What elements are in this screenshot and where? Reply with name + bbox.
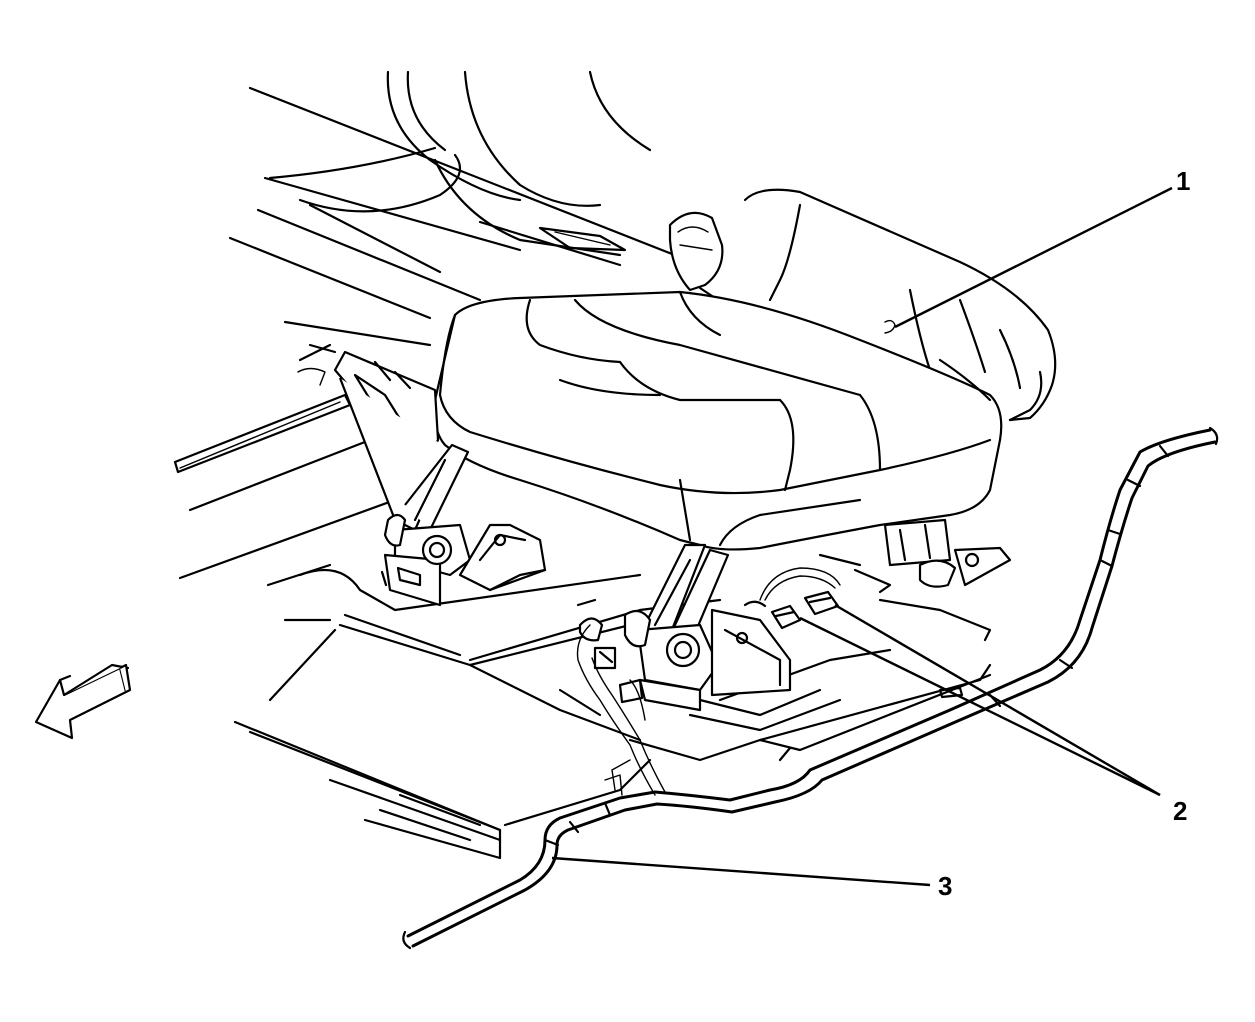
front-of-vehicle-arrow-icon xyxy=(34,663,132,740)
callout-3: 3 xyxy=(938,871,952,901)
callout-3-leader xyxy=(551,856,931,887)
seat-backrest xyxy=(743,188,1057,422)
electrical-connectors xyxy=(618,567,841,704)
floor-bracket-left xyxy=(458,523,547,592)
rear-seat xyxy=(268,70,652,274)
seat-leg-left xyxy=(333,350,472,607)
wiring-harness xyxy=(402,426,1219,950)
callout-2-leader-a xyxy=(799,616,1161,797)
seat-belt-buckle xyxy=(668,211,724,302)
callout-1-leader xyxy=(894,186,1173,329)
callout-labels: 1 2 3 xyxy=(938,166,1190,901)
callout-2-leader-b xyxy=(834,603,1161,797)
callout-1: 1 xyxy=(1176,166,1190,196)
seat-leg-center xyxy=(623,543,842,732)
callout-2: 2 xyxy=(1173,796,1187,826)
seat-cushion xyxy=(433,290,1003,551)
callout-leaders xyxy=(551,186,1173,887)
seat-leg-right xyxy=(818,518,1012,594)
